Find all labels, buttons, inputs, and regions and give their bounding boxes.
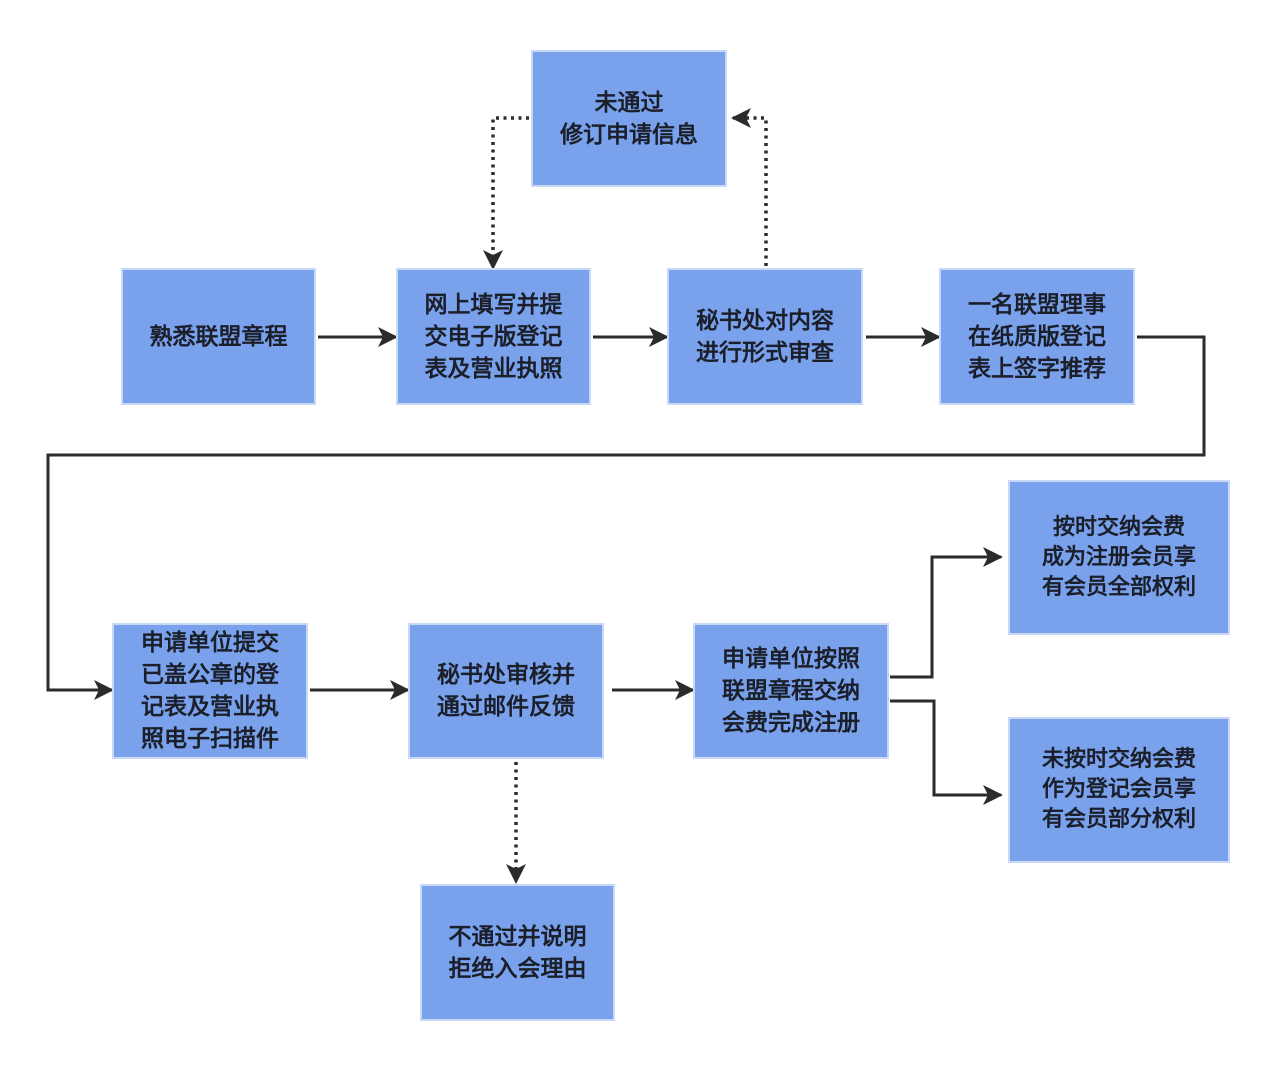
node-label: 一名联盟理事 在纸质版登记 表上签字推荐	[968, 291, 1106, 382]
node-secretariat-approve: 秘书处审核并 通过邮件反馈	[408, 623, 604, 759]
node-registered-member: 按时交纳会费 成为注册会员享 有会员全部权利	[1008, 480, 1230, 635]
node-familiarize-charter: 熟悉联盟章程	[121, 268, 316, 405]
node-failed-revise: 未通过 修订申请信息	[531, 50, 727, 187]
edge-n8-n9	[890, 547, 1003, 679]
node-label: 网上填写并提 交电子版登记 表及营业执照	[424, 291, 563, 382]
node-secretariat-review: 秘书处对内容 进行形式审查	[667, 268, 863, 405]
node-pay-fee-register: 申请单位按照 联盟章程交纳 会费完成注册	[693, 623, 889, 759]
node-enrolled-member: 未按时交纳会费 作为登记会员享 有会员部分权利	[1008, 717, 1230, 863]
node-rejected: 不通过并说明 拒绝入会理由	[420, 884, 615, 1021]
node-label: 未通过 修订申请信息	[560, 89, 698, 148]
node-submit-scans: 申请单位提交 已盖公章的登 记表及营业执 照电子扫描件	[112, 623, 308, 759]
node-label: 熟悉联盟章程	[149, 323, 288, 350]
node-online-submit: 网上填写并提 交电子版登记 表及营业执照	[396, 268, 591, 405]
node-label: 未按时交纳会费 作为登记会员享 有会员部分权利	[1041, 747, 1196, 832]
node-label: 申请单位按照 联盟章程交纳 会费完成注册	[722, 646, 860, 736]
edge-n3-n5-dotted	[731, 108, 768, 266]
edge-n8-n10	[890, 699, 1003, 805]
edge-n4-n6	[46, 335, 1206, 700]
node-label: 秘书处审核并 通过邮件反馈	[437, 662, 575, 720]
node-label: 秘书处对内容 进行形式审查	[696, 307, 834, 366]
node-label: 不通过并说明 拒绝入会理由	[448, 923, 587, 982]
node-director-recommend: 一名联盟理事 在纸质版登记 表上签字推荐	[939, 268, 1135, 405]
node-label: 按时交纳会费 成为注册会员享 有会员全部权利	[1041, 514, 1196, 600]
edge-n5-n2-dotted	[483, 116, 529, 270]
node-label: 申请单位提交 已盖公章的登 记表及营业执 照电子扫描件	[141, 630, 279, 752]
